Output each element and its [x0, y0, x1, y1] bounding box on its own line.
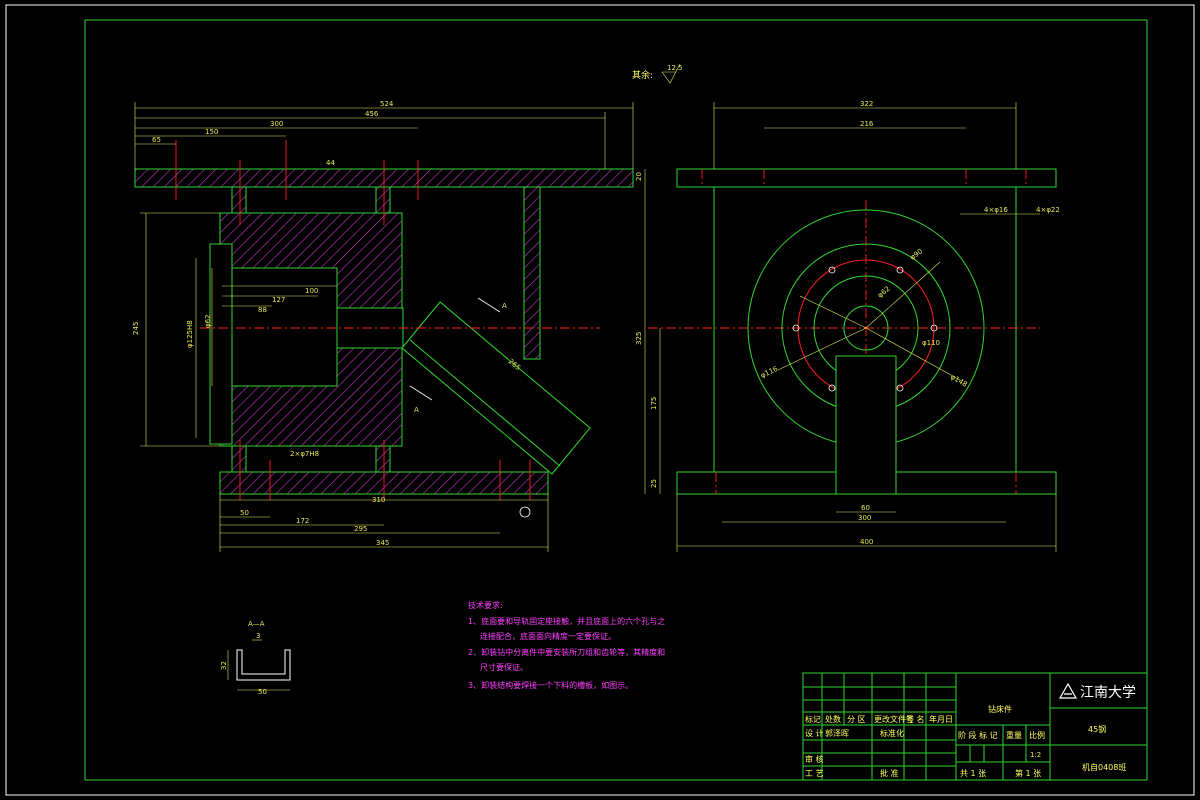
datum-a-icon — [519, 506, 531, 518]
section-dim-50: 50 — [258, 688, 267, 696]
section-mark-a-top: A — [502, 302, 507, 310]
tb-role-design: 设 计 — [805, 728, 824, 738]
dim-322: 322 — [860, 100, 873, 108]
tb-scale-label: 比例 — [1029, 730, 1045, 740]
section-aa-label: A—A — [248, 620, 265, 628]
inner-border — [84, 19, 1148, 781]
tb-role-standard: 标准化 — [880, 728, 904, 738]
dim-25: 25 — [650, 479, 658, 488]
tb-header-zone: 分 区 — [847, 715, 866, 724]
dim-20: 20 — [635, 172, 643, 181]
tech-note-line-4: 尺寸要保证。 — [480, 662, 528, 672]
vertical-plate — [523, 186, 541, 360]
callout-phi148: φ148 — [949, 373, 969, 389]
side-chute — [835, 355, 897, 495]
dim-172: 172 — [296, 517, 309, 525]
dim-50: 50 — [240, 509, 249, 517]
tech-note-line-2: 连接配合，底面面向精度一定要保证。 — [480, 631, 616, 641]
dim-60: 60 — [861, 504, 870, 512]
tb-role-review: 审 核 — [805, 754, 824, 764]
tb-role-process: 工 艺 — [805, 769, 824, 778]
tb-header-sign: 签 名 — [906, 714, 925, 724]
roughness-value: 12.5 — [667, 64, 683, 72]
dim-295: 295 — [354, 525, 367, 533]
tb-sheet-total: 共 1 张 — [960, 769, 986, 778]
dim-175: 175 — [650, 397, 658, 410]
channel-profile — [236, 649, 291, 681]
rib-mid — [375, 186, 391, 214]
side-top-plate — [676, 168, 1057, 188]
dim-345: 345 — [376, 539, 389, 547]
dim-300: 300 — [270, 120, 283, 128]
bore-inner — [231, 267, 338, 387]
tech-note-line-5: 3、卸装结构要焊接一个下料的槽板，如图示。 — [468, 680, 633, 690]
side-view: φ90 φ62 φ110 φ116 φ148 322 216 20 325 17… — [635, 100, 1060, 552]
school-logo-icon — [1058, 682, 1078, 699]
tb-header-date: 年月日 — [929, 714, 953, 724]
dim-216: 216 — [860, 120, 874, 128]
callout-phi110: φ110 — [922, 339, 940, 347]
tech-notes-heading: 技术要求: — [468, 600, 503, 610]
tb-part-name: 钻床件 — [988, 704, 1012, 714]
tb-header-mark: 标记 — [805, 714, 821, 724]
tb-stage-labels: 阶 段 标 记 — [958, 730, 998, 740]
dim-100: 100 — [305, 287, 318, 295]
dim-300-side: 300 — [858, 514, 871, 522]
dim-310: 310 — [372, 496, 385, 504]
tb-header-change: 更改文件号 — [874, 714, 914, 724]
tb-role-approve: 批 准 — [880, 768, 899, 778]
roughness-label: 其余: — [632, 69, 653, 81]
callout-44: 44 — [326, 159, 335, 167]
callout-phi62-side: φ62 — [876, 285, 892, 300]
dim-245: 245 — [132, 322, 140, 335]
callout-phi125: φ125H8 — [186, 320, 194, 348]
tech-note-line-1: 1、底面要和导轨固定座接触，并且底面上的六个孔与之 — [468, 616, 665, 626]
title-block: 标记 处数 分 区 更改文件号 签 名 年月日 设 计 郭泽晖 标准化 审 核 … — [802, 672, 1148, 781]
dim-150: 150 — [205, 128, 218, 136]
tb-weight-label: 重量 — [1006, 730, 1022, 740]
section-dim-32: 32 — [220, 661, 228, 670]
tb-material: 45钢 — [1088, 724, 1106, 734]
dim-65: 65 — [152, 136, 161, 144]
tb-school: 江南大学 — [1080, 685, 1136, 701]
rib-left-low — [231, 445, 247, 473]
dim-127: 127 — [272, 296, 285, 304]
dim-456: 456 — [365, 110, 379, 118]
bore-flange — [209, 243, 233, 445]
front-view: 524 456 300 150 65 44 245 φ125H8 φ62 127… — [132, 100, 634, 552]
tech-note-line-3: 2、卸装钻中分离件中要安装所刀组和齿轮等，其精度和 — [468, 647, 665, 657]
section-mark-a-bottom: A — [414, 406, 419, 414]
callout-4xphi22: 4×φ22 — [1036, 206, 1060, 214]
callout-phi90: φ90 — [909, 247, 925, 261]
section-aa: A—A 32 50 3 — [220, 620, 291, 696]
tb-header-count: 处数 — [825, 714, 841, 724]
tb-drawing-no: 机自0408班 — [1082, 762, 1126, 772]
dim-524: 524 — [380, 100, 394, 108]
tb-scale: 1:2 — [1030, 751, 1041, 759]
callout-phi62: φ62 — [204, 314, 212, 328]
dim-325: 325 — [635, 332, 643, 345]
roughness-symbol-icon — [661, 63, 681, 84]
rib-mid-low — [375, 445, 391, 473]
tb-designer: 郭泽晖 — [825, 728, 849, 738]
tech-notes: 技术要求: 1、底面要和导轨固定座接触，并且底面上的六个孔与之 连接配合，底面面… — [468, 600, 665, 690]
callout-2xphi7: 2×φ7H8 — [290, 450, 319, 458]
callout-phi116: φ116 — [759, 365, 779, 380]
angled-chute — [401, 301, 591, 475]
dim-88: 88 — [258, 306, 267, 314]
bore-62 — [843, 305, 889, 351]
rib-left — [231, 186, 247, 214]
outer-border — [5, 4, 1195, 796]
dim-400: 400 — [860, 538, 873, 546]
callout-4xphi16: 4×φ16 — [984, 206, 1008, 214]
tb-sheet-no: 第 1 张 — [1015, 768, 1041, 778]
section-dim-3: 3 — [256, 632, 260, 640]
